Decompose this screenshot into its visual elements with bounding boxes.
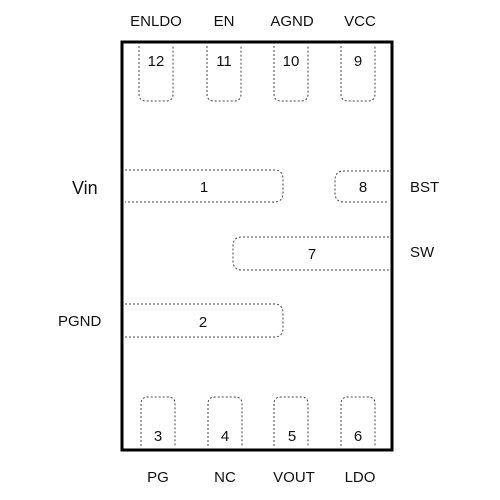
pad-10 [273, 46, 309, 102]
pin-name-vin: Vin [72, 178, 98, 198]
pin-name-pgnd: PGND [58, 313, 102, 330]
pin-name-ldo: LDO [345, 469, 376, 486]
pin-number-12: 12 [148, 53, 165, 70]
pin-number-2: 2 [199, 314, 207, 331]
pad-8 [334, 170, 389, 203]
pad-5 [273, 396, 309, 446]
pin-name-vout: VOUT [273, 469, 315, 486]
pad-12 [138, 46, 174, 102]
pin-number-9: 9 [354, 53, 362, 70]
pad-9 [340, 46, 376, 102]
pin-name-agnd: AGND [270, 13, 314, 30]
pad-3 [140, 396, 176, 446]
pin-name-bst: BST [410, 179, 439, 196]
pad-7 [232, 236, 389, 271]
pad-4 [207, 396, 243, 446]
pin-name-vcc: VCC [344, 13, 376, 30]
pin-name-en: EN [214, 13, 235, 30]
pad-6 [340, 396, 376, 446]
pin-number-8: 8 [359, 179, 367, 196]
pad-2 [125, 303, 284, 338]
pin-number-7: 7 [308, 246, 316, 263]
package-body [120, 40, 394, 452]
pin-name-sw: SW [410, 244, 435, 261]
pin-number-5: 5 [288, 428, 296, 445]
pin-number-3: 3 [154, 428, 162, 445]
pin-number-1: 1 [200, 179, 208, 196]
pin-number-4: 4 [221, 428, 229, 445]
pad-11 [206, 46, 242, 102]
pin-name-enldo: ENLDO [130, 13, 182, 30]
pin-number-6: 6 [354, 428, 362, 445]
pin-number-11: 11 [216, 53, 232, 70]
pin-name-pg: PG [147, 469, 169, 486]
pad-1 [125, 169, 284, 203]
pin-number-10: 10 [283, 53, 300, 70]
pin-name-nc: NC [214, 469, 236, 486]
